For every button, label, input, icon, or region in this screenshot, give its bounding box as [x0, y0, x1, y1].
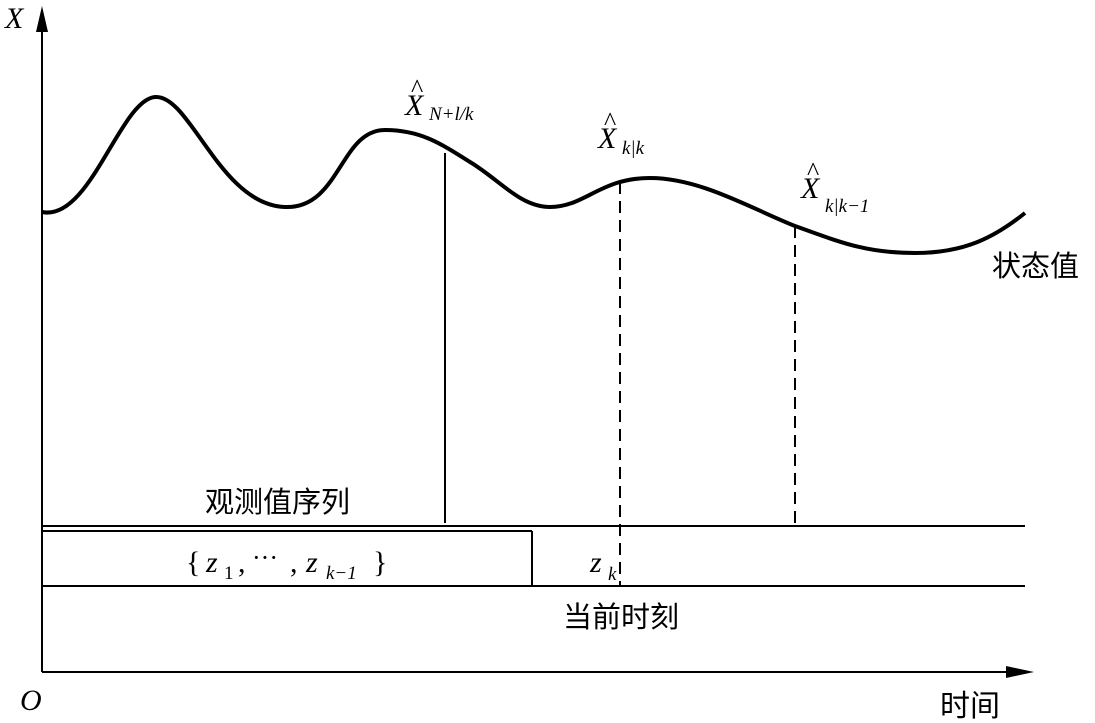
prediction-base: X: [800, 172, 821, 205]
filter-estimate-label: ^ X k|k: [597, 107, 645, 159]
filter-base: X: [597, 122, 618, 155]
state-curve: [41, 94, 1027, 256]
y-axis-arrow-icon: [36, 6, 48, 32]
past-observations-set: { z 1 , ··· , z k−1 }: [186, 543, 387, 584]
x-axis-label: 时间: [940, 689, 1000, 723]
smoothing-estimate-label: ^ X N+l/k: [404, 74, 474, 125]
current-time-label: 当前时刻: [563, 600, 679, 634]
x-axis-arrow-icon: [1006, 666, 1034, 678]
filter-hat: ^: [604, 107, 616, 136]
prediction-hat: ^: [807, 157, 819, 186]
set-ellipsis: ···: [252, 543, 278, 572]
smoothing-subscript: N+l/k: [428, 104, 474, 125]
zk1-base: z: [305, 546, 318, 579]
set-open-brace: {: [186, 546, 200, 579]
observation-sequence-label: 观测值序列: [205, 485, 350, 519]
smoothing-base: X: [404, 89, 425, 122]
current-observation: z k: [589, 546, 617, 585]
set-close-brace: }: [373, 546, 387, 579]
origin-label: O: [20, 684, 42, 717]
z1-subscript: 1: [224, 563, 234, 584]
smoothing-hat: ^: [411, 74, 423, 103]
y-axis-label: X: [4, 2, 25, 35]
filter-subscript: k|k: [622, 138, 645, 159]
set-separator-1: ,: [238, 546, 246, 579]
zk-base: z: [589, 546, 602, 579]
prediction-subscript: k|k−1: [825, 196, 869, 217]
prediction-estimate-label: ^ X k|k−1: [800, 157, 869, 217]
zk-subscript: k: [608, 564, 617, 585]
set-separator-2: ,: [290, 546, 298, 579]
zk1-subscript: k−1: [326, 563, 357, 584]
state-curve-label: 状态值: [992, 249, 1079, 283]
z1-base: z: [205, 546, 218, 579]
